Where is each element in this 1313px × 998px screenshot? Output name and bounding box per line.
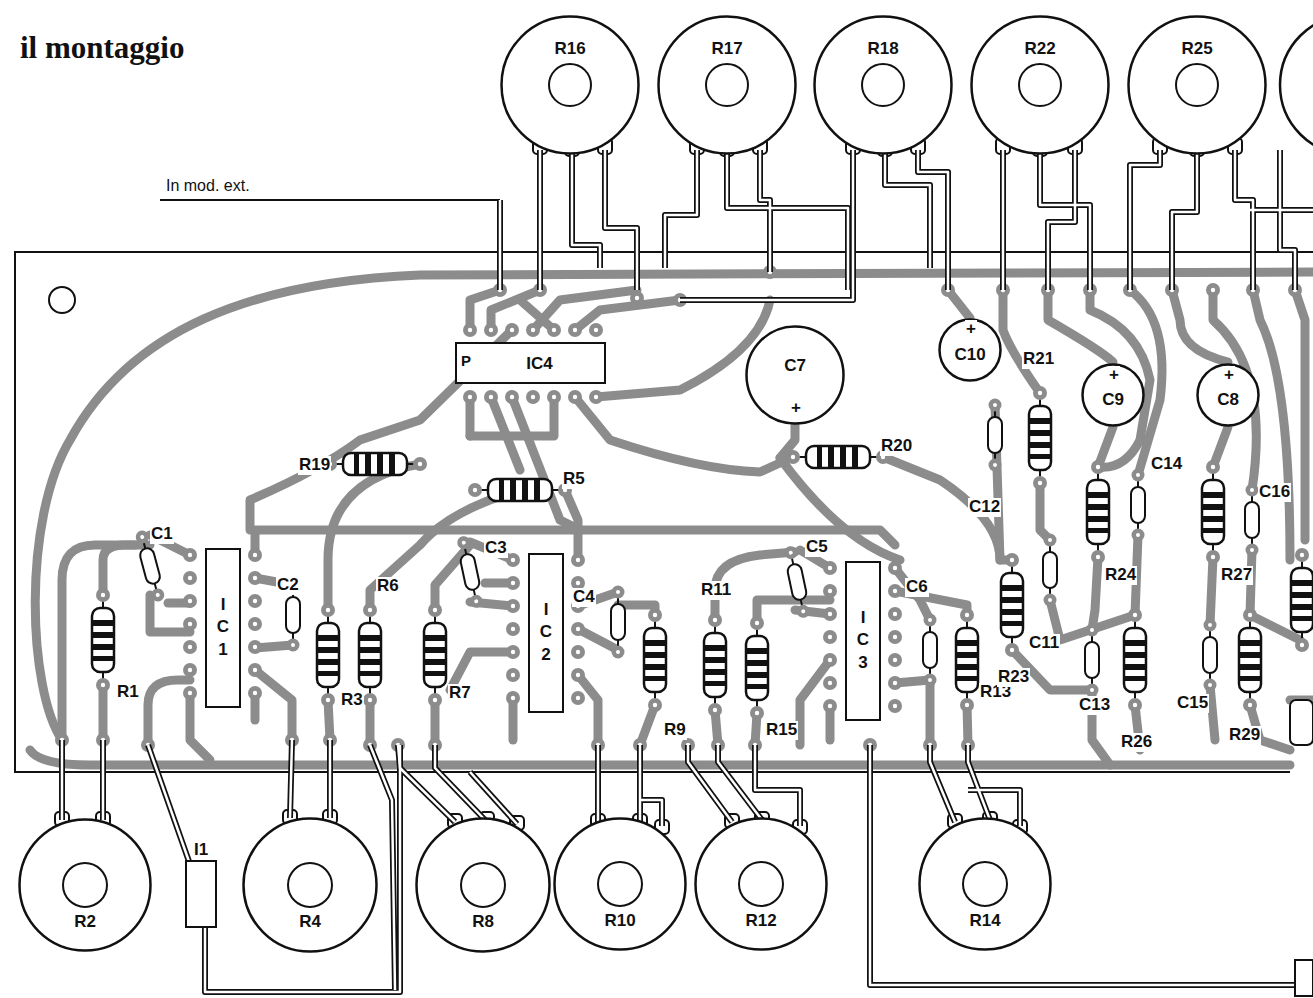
outline	[918, 817, 1052, 951]
potentiometer: R22	[970, 15, 1110, 155]
outline	[970, 15, 1110, 155]
component-label: C2	[276, 576, 300, 595]
component-label: R22	[970, 39, 1110, 59]
outline	[415, 817, 551, 953]
component-label: R17	[657, 39, 797, 59]
potentiometer: R8	[415, 817, 551, 953]
component-label: R15	[765, 721, 798, 740]
component-label: R11	[700, 581, 732, 600]
outline	[553, 817, 687, 951]
outline	[18, 818, 152, 952]
component-label: R9	[663, 721, 687, 740]
potentiometer: R14	[918, 817, 1052, 951]
component-label: R6	[376, 577, 400, 596]
component-label: C15	[1176, 694, 1209, 713]
ic-body: I C 2	[528, 553, 564, 713]
component-label: R24	[1104, 566, 1137, 585]
polarity-mark: +	[1108, 366, 1120, 385]
component-label: IC4	[457, 354, 604, 374]
title: il montaggio	[20, 30, 184, 66]
component-label: R1	[116, 683, 140, 702]
component-label: R2	[18, 912, 152, 932]
potentiometer: R10	[553, 817, 687, 951]
potentiometer: R4	[242, 817, 378, 953]
potentiometer: R2	[18, 818, 152, 952]
potentiometer: R25	[1127, 15, 1267, 155]
component-label: C1	[150, 525, 174, 544]
component-label: C4	[572, 588, 596, 607]
component-label: I C 3	[855, 607, 872, 673]
potentiometer: R16	[500, 15, 640, 155]
potentiometer: R12	[694, 817, 828, 951]
component-label: R21	[1022, 350, 1055, 369]
polarity-mark: +	[1223, 366, 1235, 385]
component-label: C5	[805, 538, 829, 557]
component-label: C16	[1258, 483, 1291, 502]
component-label: C12	[968, 498, 1001, 517]
component-label: R8	[415, 912, 551, 932]
polarity-mark: +	[965, 320, 977, 339]
outline	[813, 15, 953, 155]
component-label: C9	[1081, 390, 1145, 410]
component-label: P	[460, 353, 472, 370]
component-label: I C 1	[215, 594, 232, 660]
ic-body: I C 1	[205, 548, 241, 708]
component-label: R7	[448, 684, 472, 703]
outline	[657, 15, 797, 155]
component-label: R23	[997, 668, 1030, 687]
component-label: R29	[1228, 726, 1261, 745]
outline	[242, 817, 378, 953]
component-label: C6	[905, 578, 929, 597]
outline	[694, 817, 828, 951]
component-label: R19	[298, 456, 331, 475]
component-label: C8	[1196, 390, 1260, 410]
outline	[1127, 15, 1267, 155]
component-label: C3	[484, 539, 508, 558]
component-label: C7	[745, 356, 845, 376]
potentiometer: R18	[813, 15, 953, 155]
component-label: C11	[1028, 634, 1060, 653]
component-label: I C 2	[538, 599, 555, 665]
component-label: R3	[340, 691, 364, 710]
ic-body: IC4	[455, 342, 606, 384]
component-label: C14	[1150, 455, 1183, 474]
component-label: C13	[1078, 696, 1111, 715]
component-label: R25	[1127, 39, 1267, 59]
switch-body: I1	[185, 860, 217, 928]
polarity-mark: +	[790, 399, 802, 418]
component-label: R18	[813, 39, 953, 59]
outline	[500, 15, 640, 155]
component-label: C10	[938, 345, 1002, 365]
potentiometer: R17	[657, 15, 797, 155]
component-label: R14	[918, 911, 1052, 931]
component-label: R10	[553, 911, 687, 931]
input-label: In mod. ext.	[165, 177, 251, 195]
component-label: R5	[562, 470, 586, 489]
component-label: R4	[242, 912, 378, 932]
component-label: R27	[1220, 566, 1253, 585]
ic-body: I C 3	[845, 561, 881, 721]
component-label: R16	[500, 39, 640, 59]
component-label: I1	[187, 840, 215, 860]
component-label: R20	[880, 437, 913, 456]
component-label: R12	[694, 911, 828, 931]
component-label: R26	[1120, 733, 1153, 752]
